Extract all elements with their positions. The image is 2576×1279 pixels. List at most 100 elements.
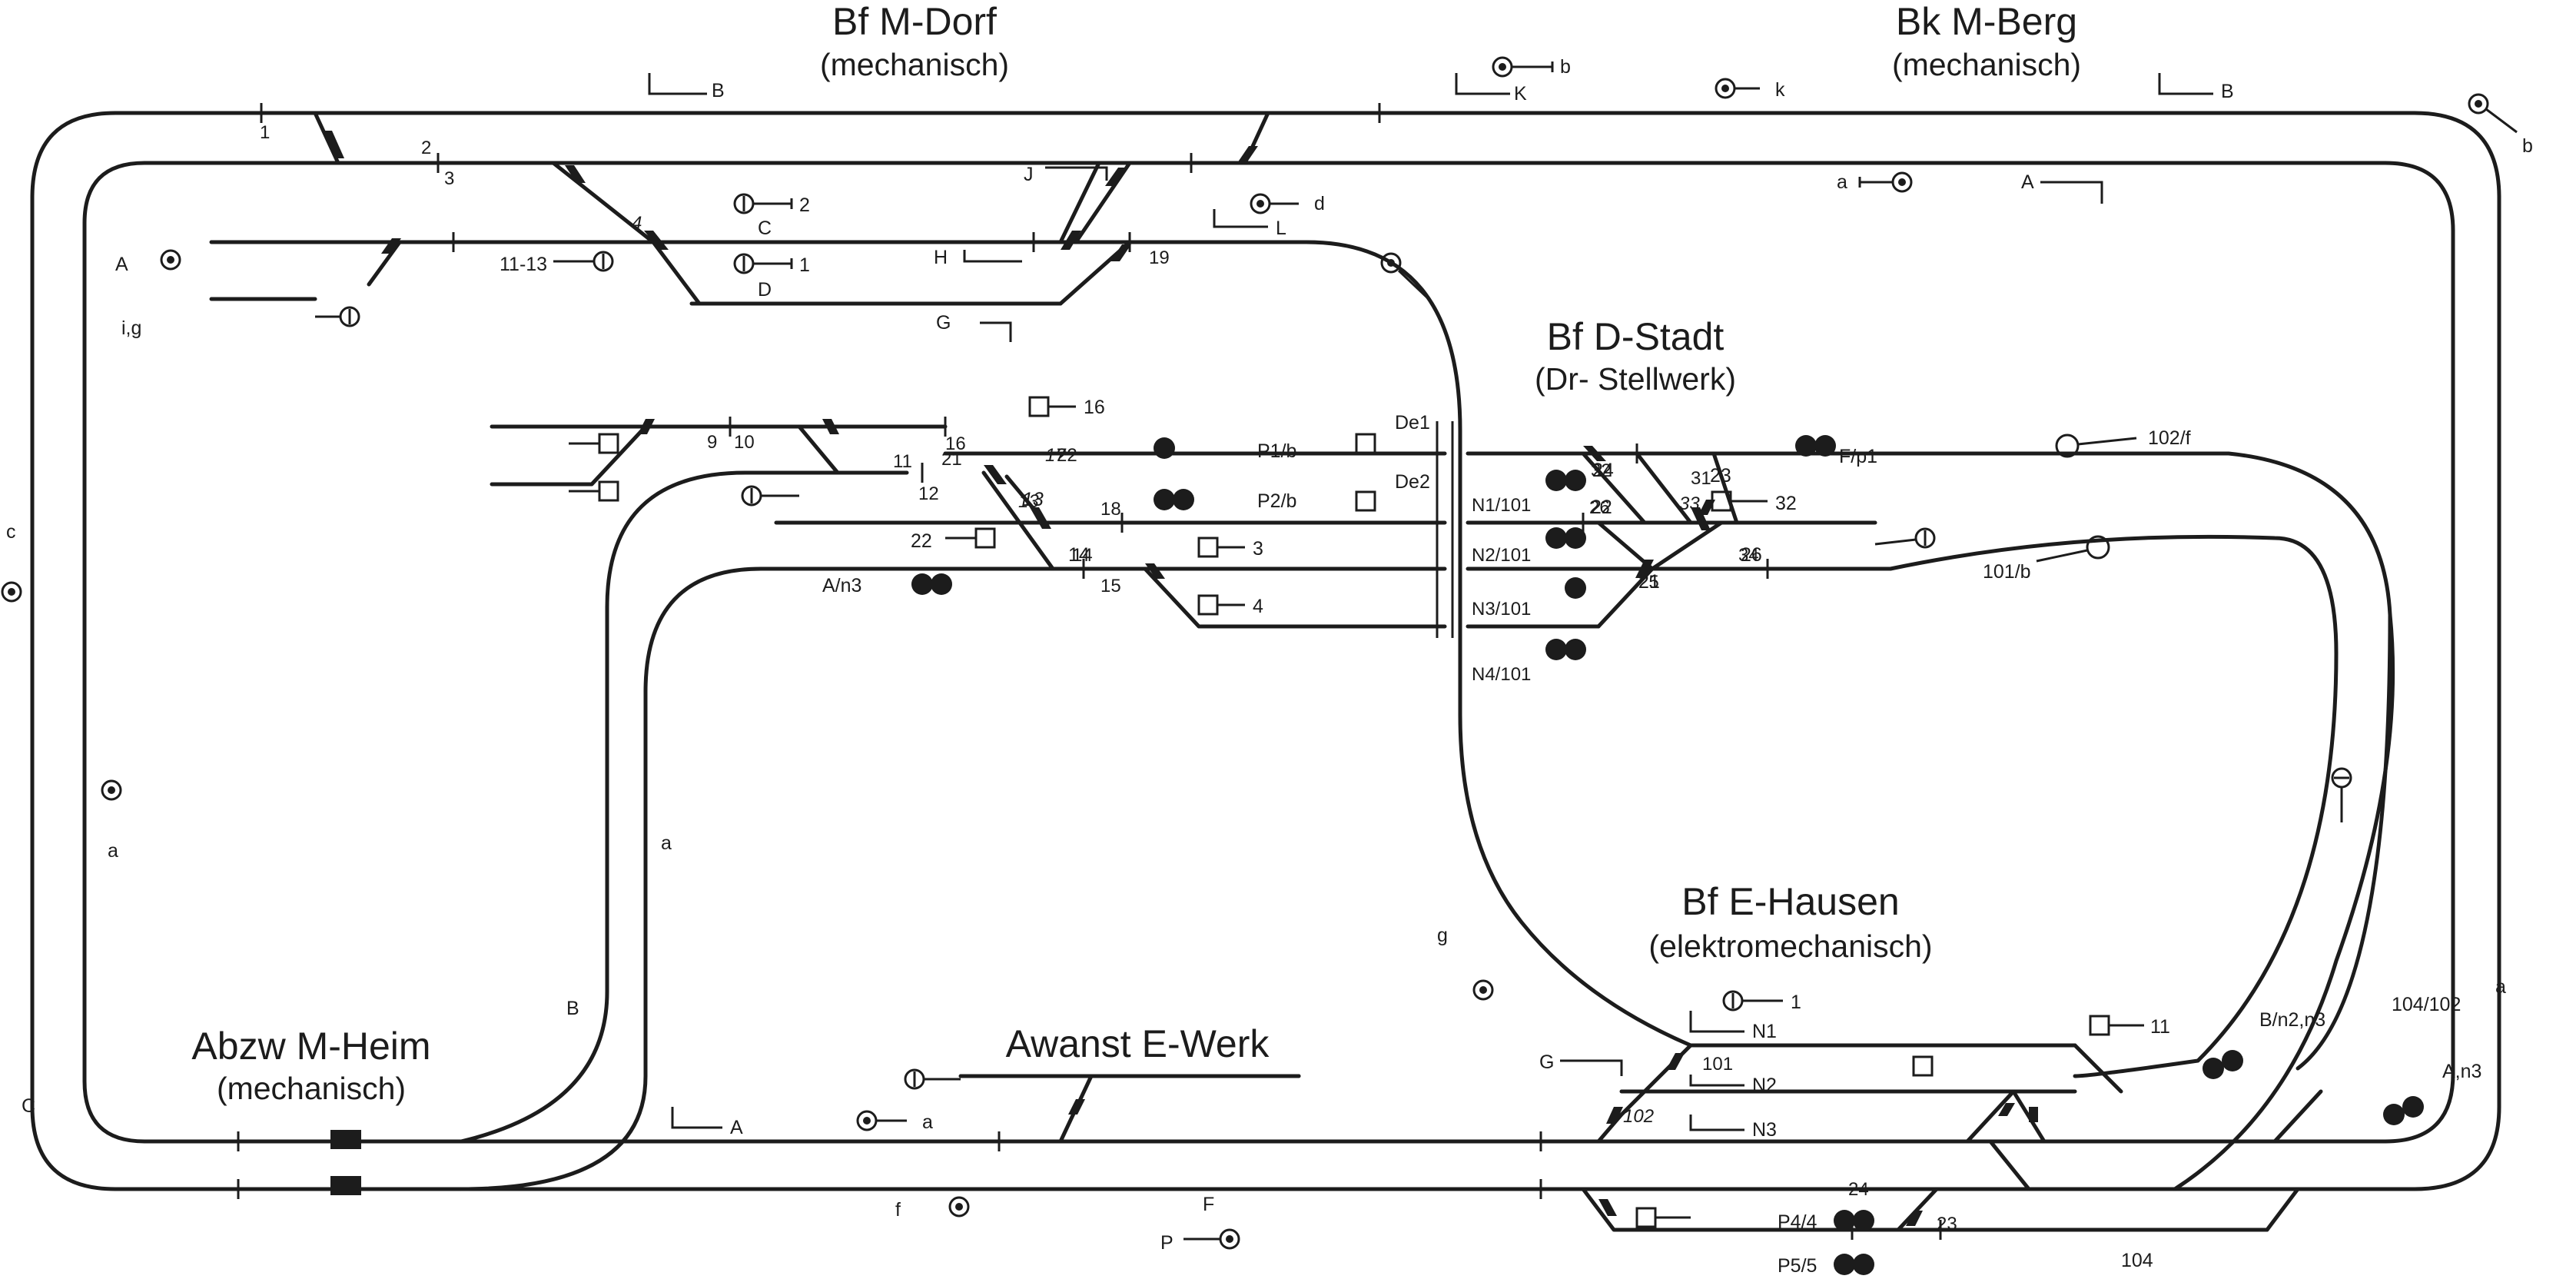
signal-label: B bbox=[2221, 81, 2234, 102]
point-label: 26 bbox=[1589, 497, 1610, 518]
point-label: 22 bbox=[1591, 497, 1612, 518]
signal-label: P bbox=[1160, 1232, 1173, 1254]
signal-label: A bbox=[115, 254, 128, 275]
signal-label: 1 bbox=[799, 254, 810, 276]
signal-label: F bbox=[1203, 1194, 1214, 1215]
signal-label: De2 bbox=[1395, 471, 1430, 493]
signal-label: 11-13 bbox=[500, 254, 547, 275]
point-markers bbox=[323, 131, 2038, 1226]
signal-label: De1 bbox=[1395, 412, 1430, 434]
signal-label: b bbox=[2522, 135, 2533, 157]
d-stadt-tracks bbox=[459, 424, 2077, 1191]
point-label: 18 bbox=[1100, 499, 1121, 520]
point-label: 23 bbox=[1937, 1214, 1957, 1234]
labels-m-heim: c a B C bbox=[6, 521, 579, 1117]
point-label: 11 bbox=[893, 451, 912, 472]
station-titles: Bf M-Dorf (mechanisch) Bk M-Berg (mechan… bbox=[191, 0, 2081, 1106]
signal-label: k bbox=[1775, 79, 1785, 101]
signal-label: g bbox=[1437, 925, 1448, 946]
signal-label: G bbox=[1539, 1051, 1554, 1073]
signal-label: 11 bbox=[2150, 1016, 2170, 1038]
station-name-m-heim: Abzw M-Heim bbox=[191, 1025, 430, 1068]
signal-label: f bbox=[895, 1199, 901, 1221]
signal-label: J bbox=[1024, 164, 1034, 185]
signal-label: L bbox=[1276, 218, 1286, 239]
point-label: 24 bbox=[1848, 1179, 1869, 1200]
signal-label: 104/102 bbox=[2392, 994, 2461, 1015]
labels-e-werk: A a f F P bbox=[730, 1111, 1214, 1254]
signal-label: a bbox=[108, 840, 118, 862]
signal-label: N4/101 bbox=[1472, 664, 1531, 685]
point-label: 10 bbox=[734, 432, 755, 453]
signal-label: 22 bbox=[911, 530, 932, 552]
signal-label: a bbox=[1837, 171, 1847, 193]
signal-label: 104 bbox=[2121, 1250, 2153, 1271]
signal-symbols bbox=[1, 56, 2518, 1275]
point-label: 2 bbox=[421, 138, 431, 158]
signal-label: 32 bbox=[1775, 493, 1797, 514]
signal-label: 16 bbox=[1084, 397, 1105, 418]
point-label: 34 bbox=[1738, 545, 1759, 566]
e-hausen-tracks bbox=[1066, 1043, 2323, 1232]
point-label: 12 bbox=[918, 483, 939, 504]
point-label: 1 bbox=[260, 122, 270, 143]
signal-label: N2/101 bbox=[1472, 545, 1531, 566]
labels-m-dorf: B b K k C 2 1 D H G J L d 11-13 A i,g bbox=[115, 56, 1785, 339]
point-label: 23 bbox=[1710, 465, 1731, 487]
point-label: 24 bbox=[1592, 460, 1614, 481]
point-label: 4 bbox=[632, 213, 642, 234]
joints bbox=[237, 103, 1942, 1240]
station-name-e-hausen: Bf E-Hausen bbox=[1681, 880, 1899, 923]
point-label: 32 bbox=[1591, 460, 1612, 481]
labels-m-berg: B b a A bbox=[1837, 81, 2533, 193]
point-label: 17 bbox=[1045, 445, 1067, 466]
point-label: 14 bbox=[1072, 545, 1093, 566]
signal-label: b bbox=[1560, 56, 1571, 78]
signal-label: C bbox=[22, 1095, 35, 1117]
point-label: 3 bbox=[444, 168, 454, 189]
signal-label: 2 bbox=[799, 194, 810, 216]
station-name-m-berg: Bk M-Berg bbox=[1896, 0, 2077, 43]
signal-label: B/n2,n3 bbox=[2259, 1009, 2325, 1031]
signal-label: a bbox=[661, 832, 672, 854]
labels-e-hausen: 1 N1 N2 N3 G 11 B/n2,n3 104/102 A,n3 a P… bbox=[1437, 925, 2506, 1277]
signal-label: a bbox=[922, 1111, 933, 1133]
point-numbers: 1 2 3 4 9 10 11 12 13 14 15 16 17 18 19 … bbox=[260, 122, 1957, 1234]
point-label: 19 bbox=[1149, 247, 1170, 268]
signal-label: N1/101 bbox=[1472, 495, 1531, 516]
station-kind-m-heim: (mechanisch) bbox=[217, 1071, 406, 1106]
station-kind-e-hausen: (elektromechanisch) bbox=[1648, 929, 1932, 964]
signal-label: K bbox=[1514, 83, 1527, 105]
point-label: 101 bbox=[1702, 1054, 1733, 1075]
labels-d-stadt: 16 P1/b P2/b De1 De2 3 4 22 13 14 A/n3 N… bbox=[661, 397, 2191, 854]
point-label: 102 bbox=[1623, 1106, 1654, 1127]
signal-label: D bbox=[758, 279, 772, 301]
signal-label: N1 bbox=[1752, 1021, 1777, 1042]
point-label: 21 bbox=[1638, 571, 1660, 593]
signal-label: A bbox=[2021, 171, 2034, 193]
signal-label: P5/5 bbox=[1778, 1255, 1817, 1277]
signal-label: F/p1 bbox=[1839, 446, 1877, 467]
point-label: 25 bbox=[1638, 572, 1659, 593]
signal-label: B bbox=[566, 998, 579, 1019]
signal-label: A bbox=[730, 1117, 743, 1138]
signal-label: C bbox=[758, 218, 772, 239]
point-label: 16 bbox=[945, 434, 966, 454]
d-stadt-east-tracks bbox=[1466, 451, 2395, 1191]
signal-label: P4/4 bbox=[1778, 1211, 1817, 1233]
signal-label: N2 bbox=[1752, 1075, 1777, 1096]
signal-label: 1 bbox=[1791, 992, 1801, 1013]
point-label: 31 bbox=[1691, 468, 1711, 489]
point-label: 21 bbox=[941, 449, 962, 470]
point-label: 15 bbox=[1100, 576, 1121, 596]
main-line bbox=[30, 111, 2501, 1191]
station-kind-d-stadt: (Dr- Stellwerk) bbox=[1535, 361, 1736, 397]
signal-label: c bbox=[6, 521, 16, 543]
point-label: 13 bbox=[1022, 489, 1044, 510]
signal-label: P2/b bbox=[1257, 490, 1296, 512]
point-label: 22 bbox=[1057, 445, 1077, 466]
indicator-boxes bbox=[569, 396, 2144, 1228]
station-kind-m-dorf: (mechanisch) bbox=[820, 47, 1009, 82]
station-kind-m-berg: (mechanisch) bbox=[1892, 47, 2081, 82]
